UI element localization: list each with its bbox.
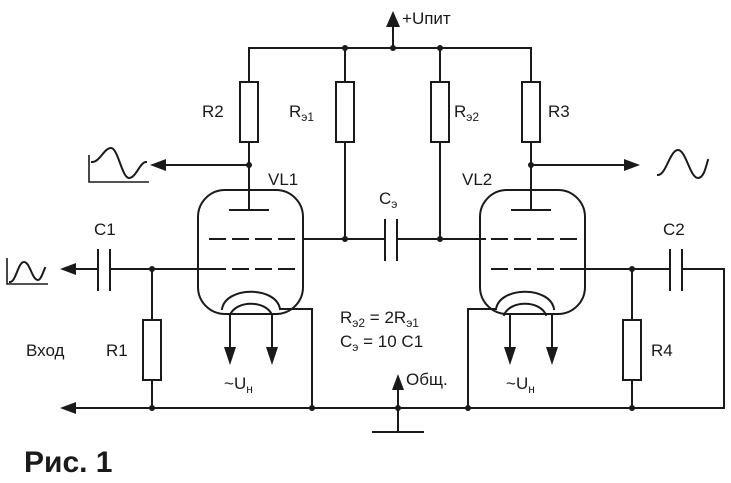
re1-label: Rэ1 [289, 102, 314, 124]
figure-caption: Рис. 1 [24, 446, 113, 479]
c2-label: C2 [663, 220, 685, 239]
heater-leads-vl1 [224, 313, 278, 365]
left-output-wave-frame [88, 155, 149, 183]
c1-label: C1 [94, 220, 116, 239]
r4-label: R4 [651, 341, 673, 360]
resistor-r3 [521, 47, 640, 211]
heater-label-right: ~Uн [506, 374, 535, 396]
r3-label: R3 [548, 102, 570, 121]
capacitor-ce [302, 219, 486, 261]
input-network [60, 249, 211, 411]
supply-label: +Uпит [402, 9, 451, 28]
left-output-wave-icon [90, 146, 148, 180]
heater-label-left: ~Uн [224, 374, 253, 396]
r1-label: R1 [106, 341, 128, 360]
right-output-wave-icon [656, 148, 710, 180]
tube-vl2 [467, 189, 586, 409]
re2-label: Rэ2 [454, 102, 479, 124]
ground-bus [60, 374, 725, 433]
right-grid-network [575, 249, 725, 411]
input-wave-frame [6, 258, 48, 285]
ground-label: Общ. [406, 370, 448, 389]
input-wave-icon [8, 260, 47, 284]
formula-line-1: Rэ2 = 2Rэ1 [340, 308, 419, 330]
r2-label: R2 [202, 102, 224, 121]
vl1-label: VL1 [268, 170, 298, 189]
vl2-label: VL2 [462, 170, 492, 189]
tube-vl1 [197, 189, 313, 409]
resistor-re2 [430, 47, 450, 240]
resistor-r2 [150, 47, 259, 211]
input-label: Вход [26, 341, 65, 360]
ce-label: Cэ [379, 189, 397, 211]
supply-rail [248, 11, 532, 51]
resistor-re1 [335, 47, 355, 240]
heater-leads-vl2 [504, 313, 558, 365]
formula-line-2: Cэ = 10 C1 [340, 332, 423, 354]
